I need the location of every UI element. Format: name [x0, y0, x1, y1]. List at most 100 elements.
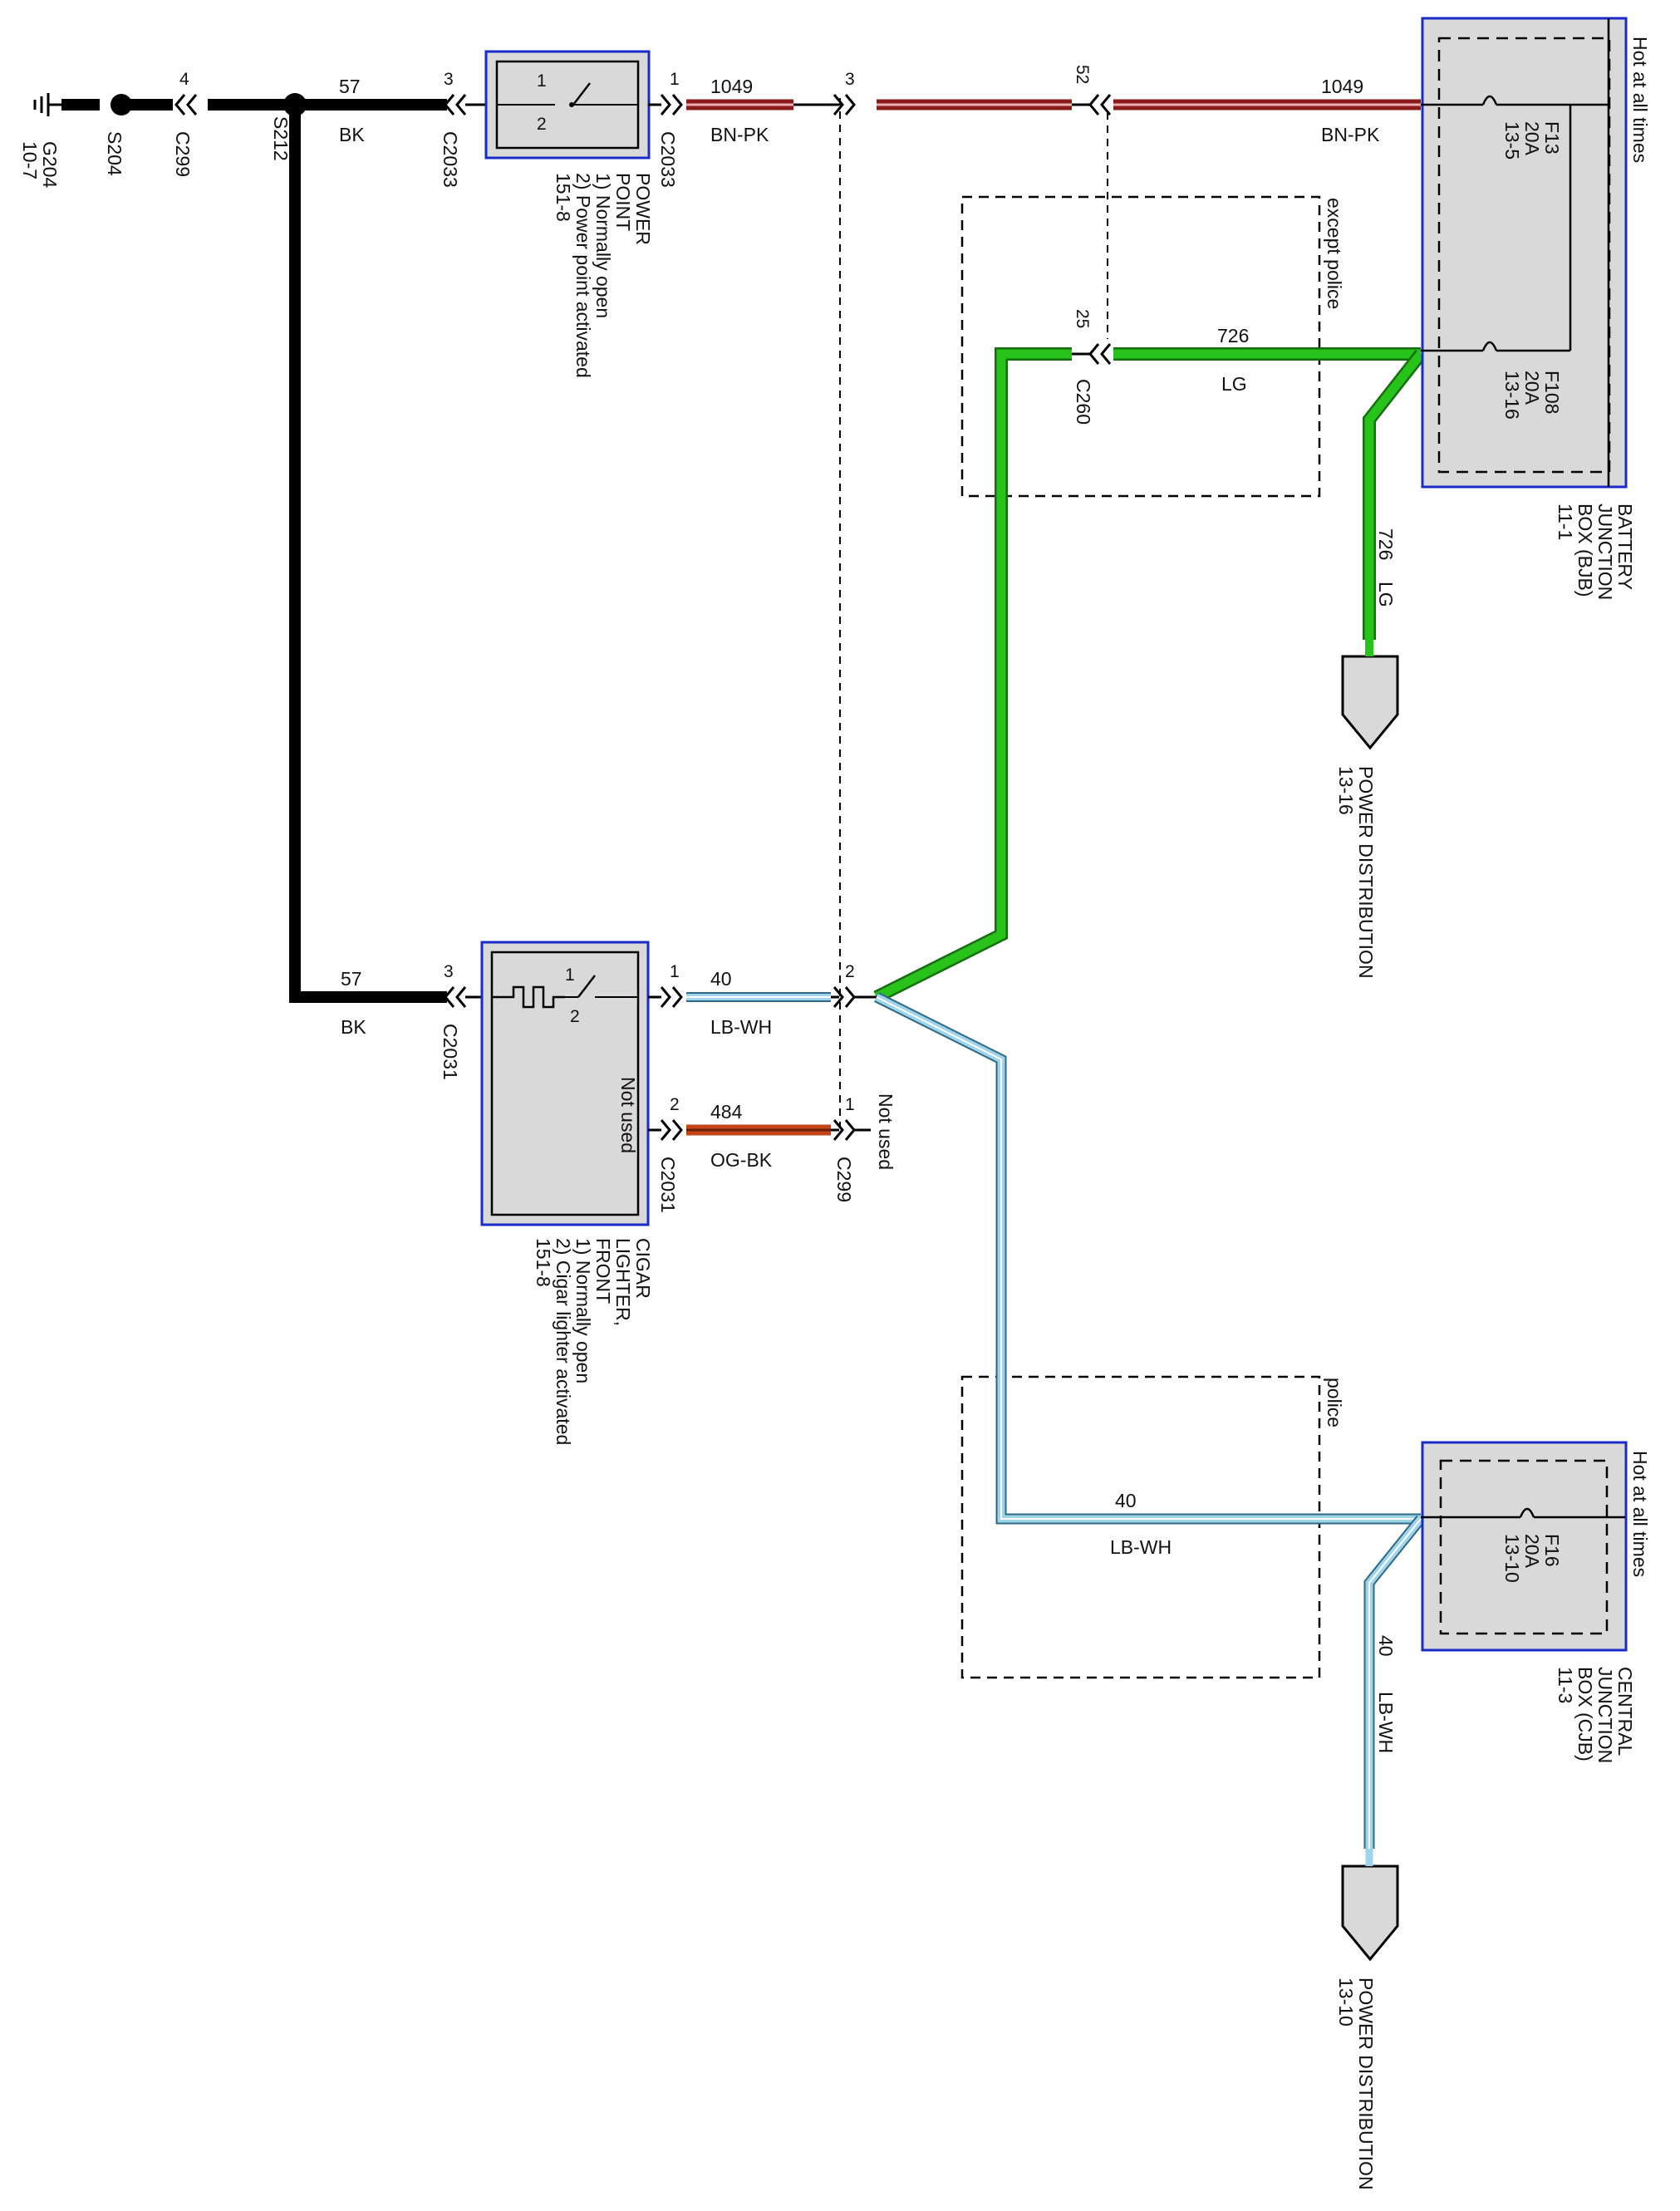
c2031-left-name: C2031: [440, 1024, 461, 1080]
c299-mid-pin2: 2: [845, 962, 855, 981]
central-junction-box: [1421, 1441, 1628, 1652]
connector-c2031-r1-symbol: [648, 986, 683, 1008]
splice-s204-dot: [111, 94, 132, 115]
c2033-right-pin: 1: [670, 70, 680, 89]
ground-name: G204: [39, 141, 61, 188]
cjb-ref: 11-3: [1555, 1667, 1576, 1703]
splice-s212-dot: [283, 93, 307, 116]
c2031-r2-pin: 2: [670, 1095, 680, 1114]
cigar-lighter-note-1: 1) Normally open: [572, 1238, 594, 1383]
cjb-internal-bus: [1421, 1507, 1625, 1519]
wire-726-v-color: LG: [1375, 582, 1397, 607]
cjb-hot-label: Hot at all times: [1629, 1451, 1651, 1577]
c299-mid-name: C299: [833, 1157, 855, 1202]
wire-57-bottom-circuit: 57: [341, 968, 362, 990]
c299-not-used-label: Not used: [875, 1093, 896, 1170]
wire-40-cig-circuit: 40: [710, 968, 732, 990]
c260-pin3-label: 3: [845, 70, 855, 89]
except-police-option-box: [960, 195, 1321, 498]
wire-484-circuit: 484: [710, 1101, 743, 1123]
power-point-title-1: POWER: [632, 173, 654, 245]
cigar-lighter-component: [480, 941, 650, 1226]
cigar-lighter-ref: 151-8: [533, 1238, 554, 1287]
wire-726-h-color: LG: [1221, 373, 1247, 395]
connector-c260-pin52-symbol: [1072, 94, 1112, 115]
connector-c299-pin1-symbol: [831, 1119, 871, 1141]
connector-c260-pin25-symbol: [1072, 343, 1112, 365]
wire-1049-left-circuit: 1049: [710, 76, 753, 97]
power-dist-2-label: POWER DISTRIBUTION: [1355, 1978, 1377, 2190]
c260-pin25-label: 25: [1073, 309, 1092, 328]
ground-ref: 10-7: [19, 141, 41, 179]
cigar-lighter-title-3: FRONT: [592, 1238, 614, 1304]
connector-c299-top-symbol: [174, 94, 198, 115]
power-distribution-arrow-1: [1341, 655, 1399, 750]
bjb-title-3: BOX (BJB): [1574, 504, 1596, 597]
wire-726-v-circuit: 726: [1375, 528, 1397, 560]
cjb-title-2: JUNCTION: [1594, 1667, 1616, 1763]
bjb-fuse2-name: F108: [1541, 371, 1563, 414]
cigar-lighter-title-1: CIGAR: [632, 1238, 654, 1299]
power-point-pin-a: 1: [537, 71, 547, 91]
cjb-fuse-rating: 20A: [1521, 1534, 1543, 1569]
splice-s212-label: S212: [270, 116, 292, 161]
bjb-title-1: BATTERY: [1614, 504, 1636, 590]
bjb-internal-bus: [1421, 18, 1610, 487]
c260-inline-dashed-line: [839, 98, 1108, 1128]
bjb-fuse2-ref: 13-16: [1501, 371, 1523, 420]
cigar-lighter-pin-b: 2: [570, 1007, 580, 1026]
wire-726-lg-path: [873, 347, 1427, 1004]
bjb-fuse1-rating: 20A: [1521, 121, 1543, 156]
wire-40-cig-color: LB-WH: [710, 1016, 772, 1038]
cigar-lighter-not-used: Not used: [617, 1077, 639, 1153]
power-point-note-1: 1) Normally open: [592, 173, 614, 318]
c299-top-pin: 4: [179, 70, 189, 89]
connector-c2033-right-symbol: [648, 94, 683, 115]
wire-40-police-circuit: 40: [1115, 1490, 1137, 1511]
c260-pin52-label: 52: [1073, 65, 1092, 84]
splice-s204-label: S204: [104, 131, 125, 176]
power-dist-1-label: POWER DISTRIBUTION: [1355, 766, 1377, 979]
bjb-hot-label: Hot at all times: [1629, 37, 1651, 163]
bjb-fuse1-name: F13: [1541, 121, 1563, 155]
cigar-lighter-pin-a: 1: [565, 965, 575, 985]
bjb-ref: 11-1: [1555, 504, 1576, 540]
wire-57-top-color: BK: [339, 124, 365, 145]
c299-top-name: C299: [172, 131, 194, 177]
cigar-lighter-title-2: LIGHTER,: [612, 1238, 634, 1326]
bjb-fuse1-ref: 13-5: [1501, 121, 1523, 160]
wire-1049-right-circuit: 1049: [1321, 76, 1363, 97]
bjb-title-2: JUNCTION: [1594, 504, 1616, 600]
wire-40-v-circuit: 40: [1375, 1635, 1397, 1657]
battery-junction-box: [1421, 17, 1628, 489]
c2031-left-pin: 3: [444, 962, 454, 981]
cigar-lighter-note-2: 2) Cigar lighter activated: [553, 1238, 574, 1445]
power-dist-1-ref: 13-16: [1335, 766, 1357, 815]
c2033-left-name: C2033: [440, 131, 461, 188]
wire-40-police-color: LB-WH: [1110, 1536, 1172, 1558]
connector-c260-pin3-symbol: [793, 94, 856, 115]
bjb-fuse2-rating: 20A: [1521, 371, 1543, 405]
c2031-r2-name: C2031: [657, 1157, 679, 1213]
power-point-pin-b: 2: [537, 115, 547, 134]
police-label: police: [1324, 1378, 1345, 1427]
cjb-fuse-ref: 13-10: [1501, 1534, 1523, 1583]
c260-name: C260: [1073, 379, 1094, 425]
c2033-left-pin: 3: [444, 70, 454, 89]
wire-484-color: OG-BK: [710, 1149, 773, 1171]
power-dist-2-ref: 13-10: [1335, 1978, 1357, 2027]
wire-57-bottom-color: BK: [341, 1016, 366, 1038]
connector-c2033-left-symbol: [444, 94, 489, 115]
wire-40-v-color: LB-WH: [1375, 1692, 1397, 1753]
c2033-right-name: C2033: [657, 131, 679, 188]
wire-1049-left-color: BN-PK: [710, 124, 769, 145]
connector-c2031-r2-symbol: [648, 1119, 683, 1141]
except-police-label: except police: [1324, 198, 1345, 309]
power-point-ref: 151-8: [553, 173, 574, 222]
power-point-note-2: 2) Power point activated: [572, 173, 594, 378]
power-distribution-arrow-2: [1341, 1865, 1399, 1962]
wire-1049-right-color: BN-PK: [1321, 124, 1380, 145]
wire-57-top-circuit: 57: [339, 76, 361, 97]
connector-c299-pin2-symbol: [831, 986, 877, 1008]
